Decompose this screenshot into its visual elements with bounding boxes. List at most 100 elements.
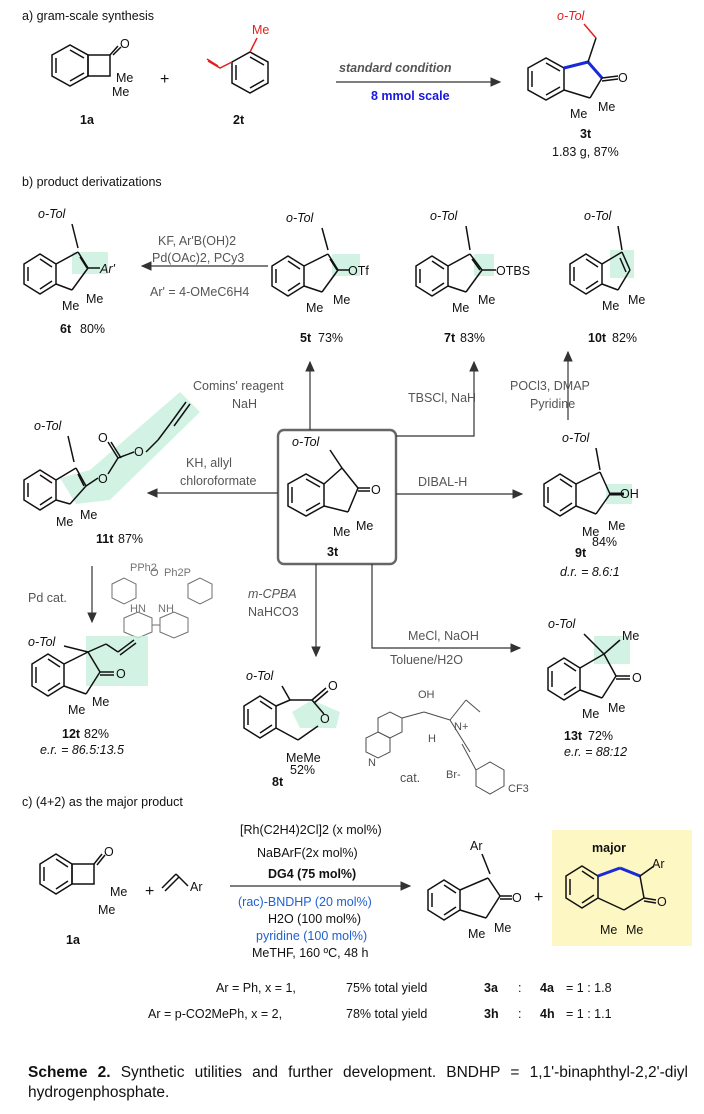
svg-text:6t: 6t [60, 322, 72, 336]
svg-text:O: O [104, 845, 114, 859]
svg-text:Pd cat.: Pd cat. [28, 591, 67, 605]
svg-text:10t: 10t [588, 331, 607, 345]
svg-text:3h: 3h [484, 1007, 499, 1021]
svg-text:O: O [98, 431, 108, 445]
svg-text:DIBAL-H: DIBAL-H [418, 475, 467, 489]
svg-text:Me: Me [68, 703, 85, 717]
svg-text:O: O [632, 671, 642, 685]
svg-text:+: + [145, 883, 154, 900]
compound-2t: Me 2t [206, 23, 269, 127]
compound-3t-a: O o-Tol Me Me 3t 1.83 g, 87% [527, 9, 628, 159]
svg-text:8t: 8t [272, 775, 284, 789]
ligand-structure: PPh2 Ph2P O HN NH [111, 562, 213, 639]
svg-text:Me: Me [598, 100, 615, 114]
svg-text:o-Tol: o-Tol [584, 209, 613, 223]
svg-text:Me: Me [582, 525, 599, 539]
catalyst-structure: OH H N+ Br- CF3 N cat. [365, 689, 529, 795]
svg-text:standard condition: standard condition [339, 61, 452, 75]
svg-text:82%: 82% [612, 331, 637, 345]
compound-styrene: Ar [161, 873, 203, 894]
svg-text:e.r. = 88:12: e.r. = 88:12 [564, 745, 627, 759]
center-box [276, 428, 398, 566]
compound-1a-c: O Me Me 1a [39, 845, 127, 947]
svg-text:Me: Me [494, 921, 511, 935]
caption-text: Synthetic utilities and further developm… [28, 1064, 689, 1101]
svg-text:pyridine (100 mol%): pyridine (100 mol%) [256, 929, 367, 943]
compound-10t: o-Tol Me Me 10t 82% [569, 209, 645, 345]
svg-text:o-Tol: o-Tol [246, 669, 275, 683]
svg-text:o-Tol: o-Tol [292, 435, 321, 449]
svg-text:o-Tol: o-Tol [562, 431, 591, 445]
svg-text:N+: N+ [454, 721, 468, 733]
major-box [552, 830, 692, 946]
svg-text:83%: 83% [460, 331, 485, 345]
svg-text:8 mmol scale: 8 mmol scale [371, 89, 450, 103]
compound-9t: o-Tol OH Me Me 84% 9t d.r. = 8.6:1 [543, 431, 639, 579]
svg-text:Me: Me [478, 293, 495, 307]
svg-text:Br-: Br- [446, 769, 461, 781]
svg-text:= 1 : 1.8: = 1 : 1.8 [566, 981, 612, 995]
svg-text:5t: 5t [300, 331, 312, 345]
scheme-caption: Scheme 2. Synthetic utilities and furthe… [28, 1063, 688, 1103]
svg-text:Me: Me [622, 629, 639, 643]
svg-text:o-Tol: o-Tol [557, 9, 586, 23]
svg-text:m-CPBA: m-CPBA [248, 587, 297, 601]
svg-text:H: H [428, 733, 436, 745]
svg-text:major: major [592, 841, 626, 855]
svg-text:CF3: CF3 [508, 783, 529, 795]
svg-text:Me: Me [356, 519, 373, 533]
svg-text:Ph2P: Ph2P [164, 567, 191, 579]
svg-text:O: O [328, 679, 338, 693]
svg-text:e.r. = 86.5:13.5: e.r. = 86.5:13.5 [40, 743, 124, 757]
svg-text:O: O [371, 483, 381, 497]
svg-text:O: O [98, 472, 108, 486]
svg-text:MeCl, NaOH: MeCl, NaOH [408, 629, 479, 643]
svg-text:OTf: OTf [348, 264, 369, 278]
svg-text:11t: 11t [96, 532, 114, 546]
svg-text:KF, Ar'B(OH)2: KF, Ar'B(OH)2 [158, 234, 236, 248]
svg-text:Ar: Ar [190, 880, 203, 894]
svg-text:Ar: Ar [470, 839, 483, 853]
svg-text:Me: Me [608, 519, 625, 533]
svg-text:Ar': Ar' [99, 262, 116, 276]
svg-text:[Rh(C2H4)2Cl]2 (x mol%): [Rh(C2H4)2Cl]2 (x mol%) [240, 823, 382, 837]
svg-text:cat.: cat. [400, 771, 420, 785]
compound-5t: o-Tol OTf Me Me 5t 73% [271, 211, 369, 345]
svg-text:Ar = Ph, x = 1,: Ar = Ph, x = 1, [216, 981, 296, 995]
svg-text:1a: 1a [80, 113, 95, 127]
svg-text:9t: 9t [575, 546, 587, 560]
svg-text:Ar: Ar [652, 857, 665, 871]
svg-text:NaH: NaH [232, 397, 257, 411]
svg-text:Comins' reagent: Comins' reagent [193, 379, 284, 393]
svg-text:Me: Me [333, 293, 350, 307]
svg-text:82%: 82% [84, 727, 109, 741]
svg-text:Me: Me [252, 23, 269, 37]
svg-text:TBSCl, NaH: TBSCl, NaH [408, 391, 476, 405]
svg-text:o-Tol: o-Tol [28, 635, 57, 649]
svg-text:OH: OH [620, 487, 639, 501]
svg-text:HN: HN [130, 603, 146, 615]
svg-text:O: O [618, 71, 628, 85]
svg-text:MeTHF, 160 ºC, 48 h: MeTHF, 160 ºC, 48 h [252, 946, 368, 960]
svg-text:(rac)-BNDHP (20 mol%): (rac)-BNDHP (20 mol%) [238, 895, 372, 909]
svg-text:MeMe: MeMe [286, 751, 321, 765]
svg-text:73%: 73% [318, 331, 343, 345]
svg-text:3a: 3a [484, 981, 499, 995]
svg-text:chloroformate: chloroformate [180, 474, 256, 488]
section-c-title: c) (4+2) as the major product [22, 795, 183, 809]
svg-text:KH, allyl: KH, allyl [186, 456, 232, 470]
svg-text:1a: 1a [66, 933, 81, 947]
compound-12t: o-Tol O Me Me 12t 82% e.r. = 86.5:13.5 [28, 635, 148, 757]
svg-text:DG4 (75 mol%): DG4 (75 mol%) [268, 867, 356, 881]
svg-text:Me: Me [110, 885, 127, 899]
plus-sign: + [160, 71, 169, 88]
svg-text:7t: 7t [444, 331, 456, 345]
svg-text:NaHCO3: NaHCO3 [248, 605, 299, 619]
svg-text:Ar = p-CO2MePh, x = 2,: Ar = p-CO2MePh, x = 2, [148, 1007, 282, 1021]
svg-text:Me: Me [570, 107, 587, 121]
svg-text:O: O [116, 667, 126, 681]
svg-text:Me: Me [600, 923, 617, 937]
svg-text:o-Tol: o-Tol [548, 617, 577, 631]
compound-8t: o-Tol O O MeMe 52% 8t [243, 669, 340, 789]
